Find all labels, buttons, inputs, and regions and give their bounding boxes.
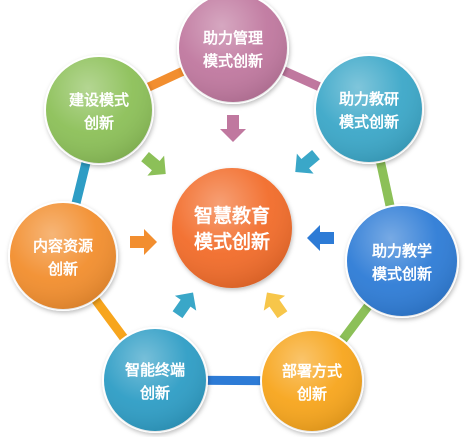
arrow-terminal-icon <box>172 292 197 319</box>
node-construction-label-line1: 建设模式 <box>69 91 129 109</box>
arrow-resources-icon <box>130 229 157 255</box>
center-gloss <box>172 168 292 288</box>
node-construction-gloss <box>45 56 153 164</box>
node-resources-gloss <box>9 202 117 310</box>
node-teaching-label-line2: 模式创新 <box>372 265 432 283</box>
center-label-line1: 智慧教育 <box>194 204 270 227</box>
node-management-label-line2: 模式创新 <box>203 52 263 70</box>
arrow-resources-shape <box>130 229 157 255</box>
node-management-label-line1: 助力管理 <box>203 29 263 47</box>
center-label-line2: 模式创新 <box>194 230 270 253</box>
arrow-deployment-shape <box>263 292 288 319</box>
node-deployment-label-line1: 部署方式 <box>282 362 342 380</box>
node-terminal-gloss <box>103 328 207 432</box>
node-research-gloss <box>315 55 423 163</box>
node-research-label-line1: 助力教研 <box>339 90 399 108</box>
arrow-construction-shape <box>141 152 166 176</box>
node-management-gloss <box>178 0 288 103</box>
arrow-research-icon <box>295 150 320 174</box>
arrow-management-icon <box>220 115 246 142</box>
arrow-teaching-icon <box>307 225 334 251</box>
node-research-label-line2: 模式创新 <box>339 113 399 131</box>
outer-nodes: 助力管理模式创新助力教研模式创新助力教学模式创新部署方式创新智能终端创新内容资源… <box>8 0 459 433</box>
node-terminal-label-line2: 创新 <box>139 384 170 402</box>
node-resources-label-line1: 内容资源 <box>33 237 93 255</box>
arrow-deployment-icon <box>263 292 288 319</box>
node-teaching-gloss <box>346 205 458 317</box>
arrow-construction-icon <box>141 152 166 176</box>
arrow-terminal-shape <box>172 292 197 319</box>
center-node: 智慧教育 模式创新 <box>172 168 292 288</box>
node-teaching-label-line1: 助力教学 <box>372 242 432 260</box>
node-construction-label-line2: 创新 <box>83 114 114 132</box>
node-resources-label-line2: 创新 <box>47 260 78 278</box>
node-terminal-label-line1: 智能终端 <box>125 361 185 379</box>
arrow-teaching-shape <box>307 225 334 251</box>
node-deployment-label-line2: 创新 <box>296 385 327 403</box>
node-deployment-gloss <box>261 330 363 432</box>
arrow-research-shape <box>295 150 320 174</box>
arrow-management-shape <box>220 115 246 142</box>
arrow-group <box>130 115 334 319</box>
